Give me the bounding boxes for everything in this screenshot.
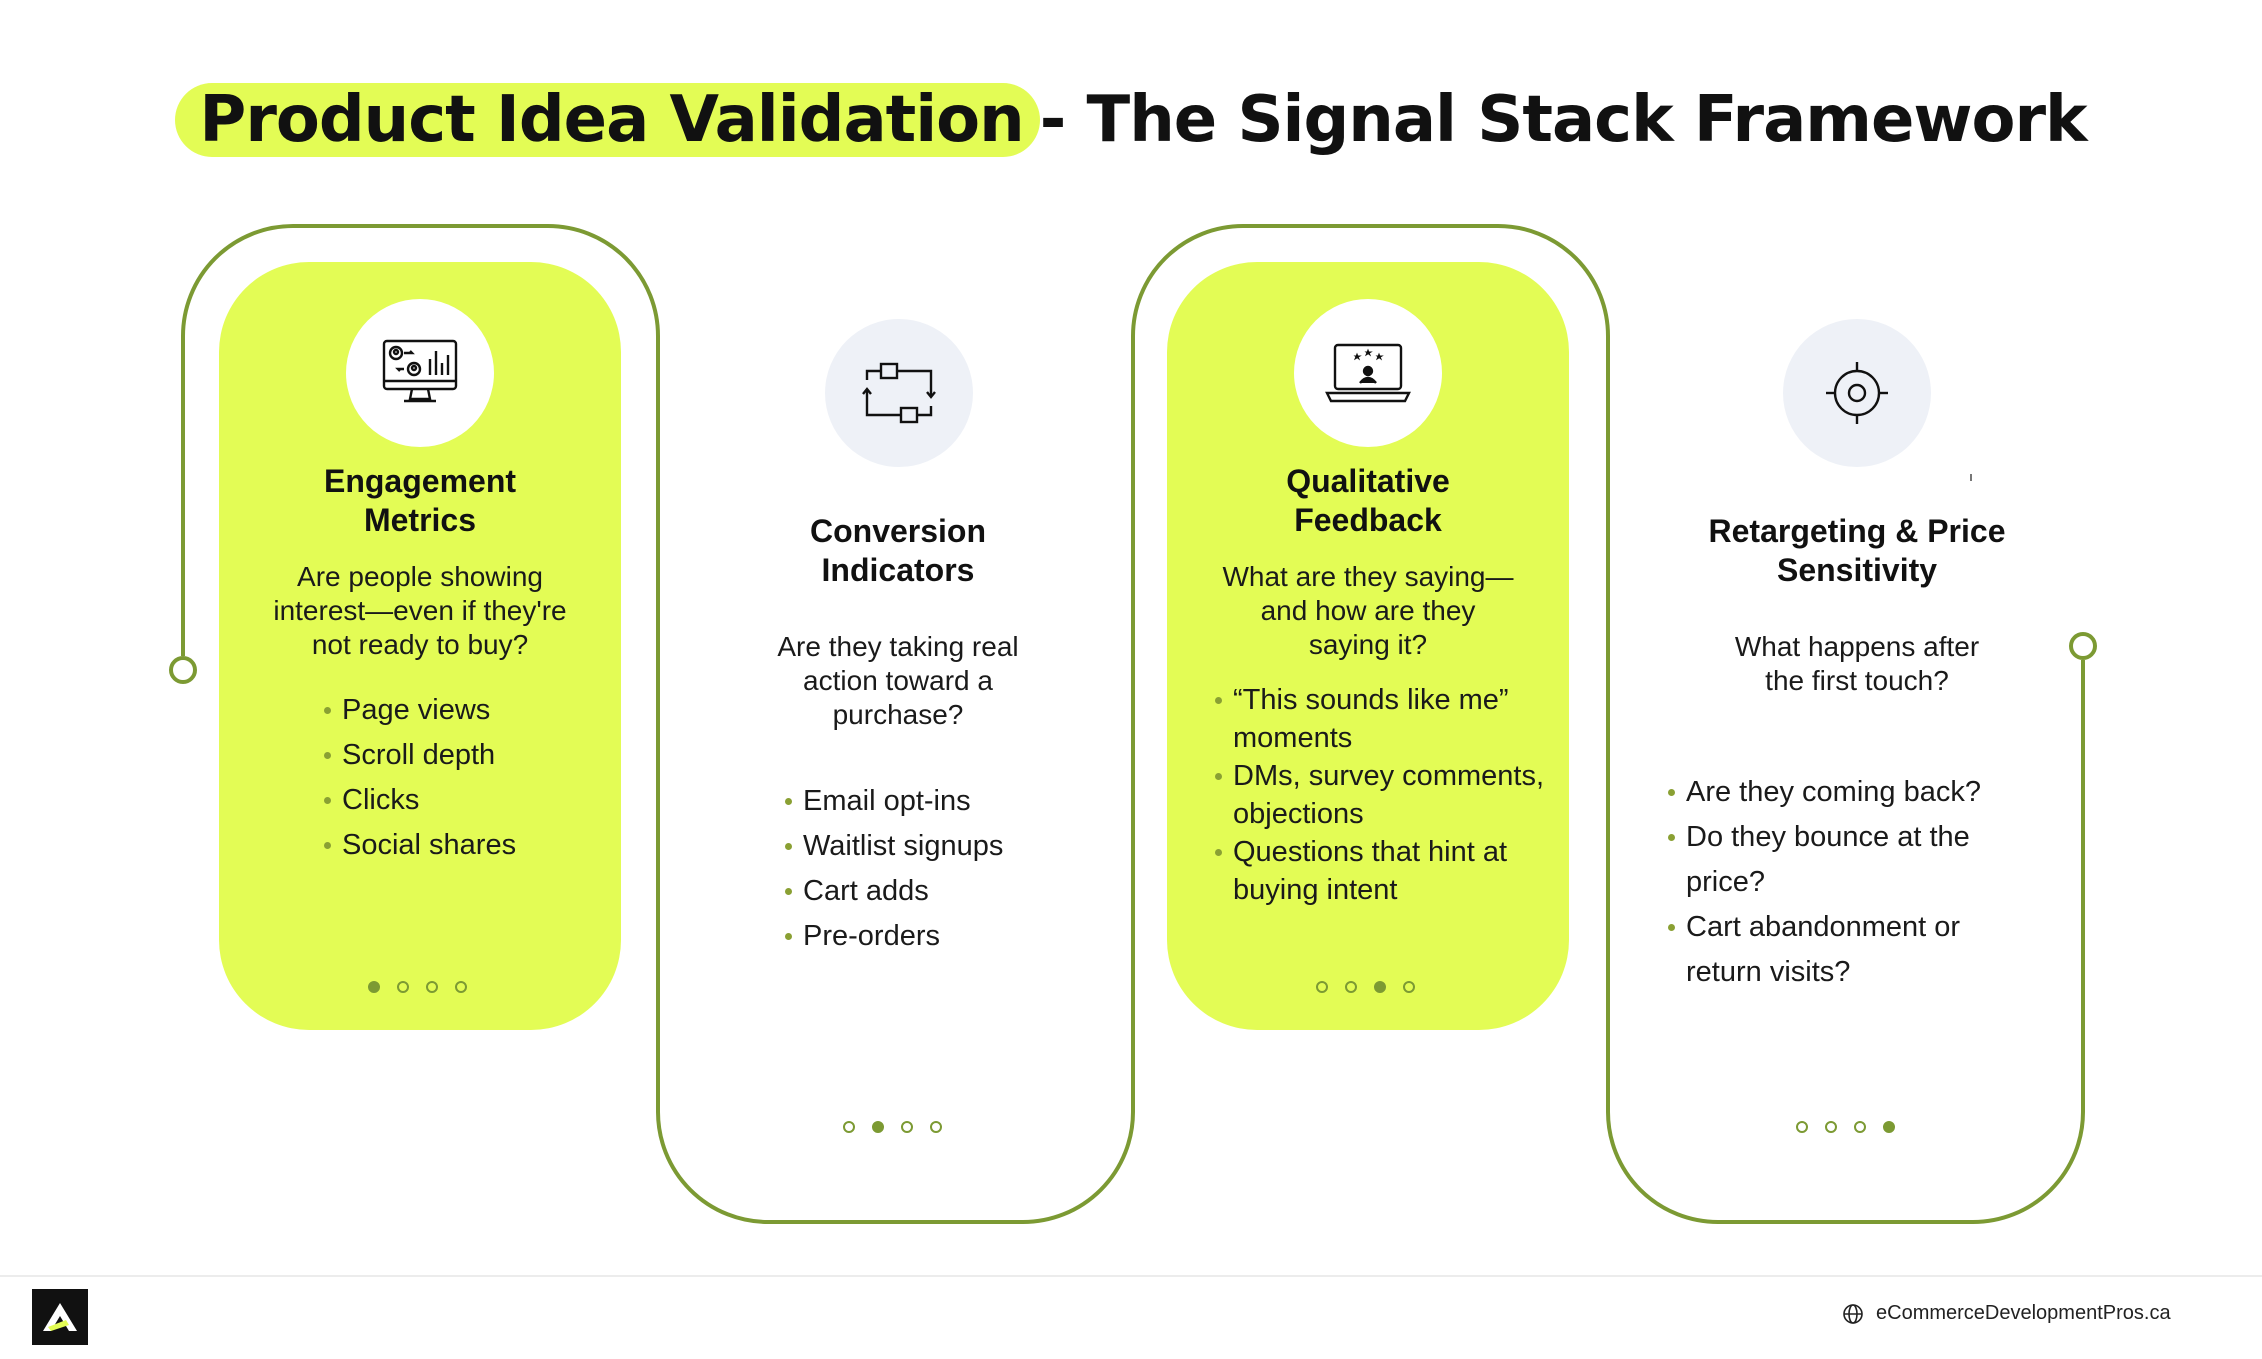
- card-3-heading: Qualitative Feedback: [1286, 463, 1450, 538]
- step-dot: [368, 981, 380, 993]
- list-item: Email opt-ins: [785, 779, 1003, 824]
- list-item: Waitlist signups: [785, 824, 1003, 869]
- list-item: Page views: [324, 688, 516, 733]
- list-item: Pre-orders: [785, 914, 1003, 959]
- step-dot: [1374, 981, 1386, 993]
- card-1-question: Are people showing interest—even if they…: [273, 561, 567, 660]
- card-3-step-dots: [1316, 981, 1415, 993]
- target-crosshair-icon: [1826, 362, 1888, 424]
- list-item: Questions that hint at buying intent: [1215, 833, 1575, 909]
- monitor-analytics-icon: [382, 339, 458, 403]
- connector-end-node: [2069, 632, 2097, 660]
- card-4-question: What happens after the first touch?: [1734, 631, 1980, 696]
- connector-path: [181, 224, 2085, 1224]
- card-2-heading: Conversion Indicators: [809, 513, 987, 588]
- footer-divider: [0, 1275, 2262, 1277]
- card-4-step-dots: [1796, 1121, 1895, 1133]
- title-highlight: Product Idea Validation: [175, 83, 1040, 157]
- brand-logo[interactable]: [32, 1289, 88, 1345]
- step-dot: [426, 981, 438, 993]
- list-item: Cart adds: [785, 869, 1003, 914]
- card-2-bullets: Email opt-ins Waitlist signups Cart adds…: [785, 779, 1003, 959]
- step-dot: [930, 1121, 942, 1133]
- step-dot: [1796, 1121, 1808, 1133]
- step-dot: [1825, 1121, 1837, 1133]
- card-4-bullets: Are they coming back? Do they bounce at …: [1668, 770, 2008, 995]
- list-item: Do they bounce at the price?: [1668, 815, 2008, 905]
- process-cycle-icon: [862, 362, 936, 424]
- step-dot: [1883, 1121, 1895, 1133]
- icon-circle-2: [825, 319, 973, 467]
- card-2-step-dots: [843, 1121, 942, 1133]
- website-text: eCommerceDevelopmentPros.ca: [1876, 1302, 2171, 1324]
- card-2-question: Are they taking real action toward a pur…: [777, 631, 1019, 730]
- step-dot: [872, 1121, 884, 1133]
- connector-start-node: [169, 656, 197, 684]
- list-item: Cart abandonment or return visits?: [1668, 905, 2008, 995]
- icon-circle-1: [346, 299, 494, 447]
- laptop-reviews-icon: [1325, 343, 1411, 403]
- step-dot: [1345, 981, 1357, 993]
- card-1-step-dots: [368, 981, 467, 993]
- list-item: Social shares: [324, 823, 516, 868]
- list-item: Clicks: [324, 778, 516, 823]
- step-dot: [1316, 981, 1328, 993]
- step-dot: [901, 1121, 913, 1133]
- step-dot: [1854, 1121, 1866, 1133]
- list-item: “This sounds like me” moments: [1215, 681, 1575, 757]
- step-dot: [455, 981, 467, 993]
- page-title: Product Idea Validation- The Signal Stac…: [0, 80, 2262, 160]
- brand-logo-icon: [43, 1303, 77, 1331]
- card-3-bullets: “This sounds like me” moments DMs, surve…: [1215, 681, 1575, 909]
- list-item: Are they coming back?: [1668, 770, 2008, 815]
- card-1-bullets: Page views Scroll depth Clicks Social sh…: [324, 688, 516, 868]
- card-4-heading: Retargeting & Price Sensitivity: [1708, 513, 2006, 588]
- list-item: DMs, survey comments, objections: [1215, 757, 1575, 833]
- website-link[interactable]: eCommerceDevelopmentPros.ca: [1842, 1302, 2171, 1325]
- icon-circle-4: [1783, 319, 1931, 467]
- icon-circle-3: [1294, 299, 1442, 447]
- step-dot: [1403, 981, 1415, 993]
- card-1-heading: Engagement Metrics: [323, 463, 517, 538]
- title-rest: - The Signal Stack Framework: [1039, 83, 2088, 157]
- list-item: Scroll depth: [324, 733, 516, 778]
- step-dot: [397, 981, 409, 993]
- globe-icon: [1843, 1303, 1863, 1324]
- step-dot: [843, 1121, 855, 1133]
- card-3-question: What are they saying— and how are they s…: [1222, 561, 1514, 660]
